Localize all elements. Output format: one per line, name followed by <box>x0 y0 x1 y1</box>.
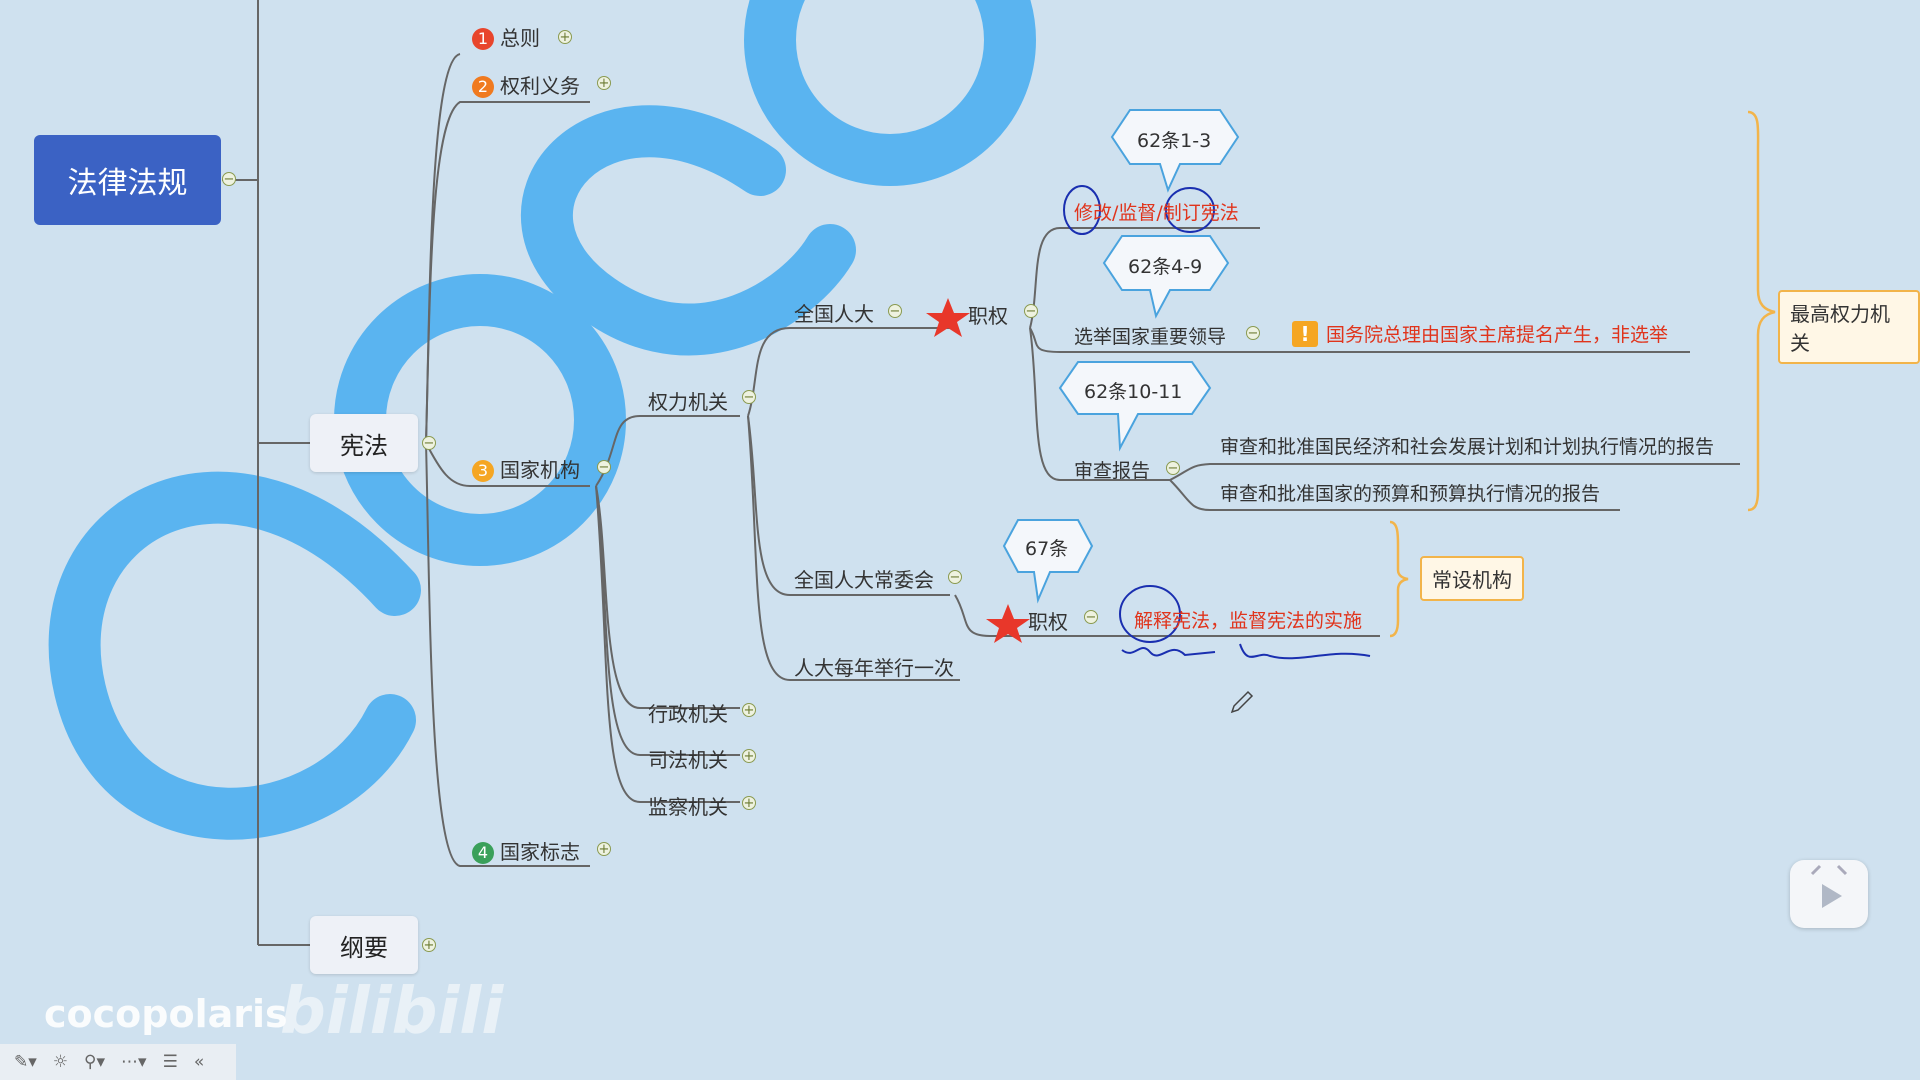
warning-text: 国务院总理由国家主席提名产生，非选举 <box>1326 324 1669 346</box>
collapse-toggle-npc-item2[interactable]: − <box>1246 326 1260 341</box>
expand-toggle-biaozhi[interactable]: + <box>597 842 611 857</box>
node-gangyao-label: 纲要 <box>340 933 388 962</box>
collapse-toggle-xianfa[interactable]: − <box>422 436 436 451</box>
branch-jigou[interactable]: 3 国家机构 <box>472 454 580 483</box>
collapse-toggle-npcsc[interactable]: − <box>948 570 962 585</box>
bilibili-logo: bilibili <box>280 975 504 1049</box>
node-report2[interactable]: 审查和批准国家的预算和预算执行情况的报告 <box>1220 483 1601 505</box>
node-npc-item2[interactable]: 选举国家重要领导 <box>1074 326 1227 348</box>
collapse-toggle-npc[interactable]: − <box>888 304 902 319</box>
node-gangyao[interactable]: 纲要 <box>310 916 418 974</box>
expand-toggle-gangyao[interactable]: + <box>422 938 436 953</box>
collapse-toggle-npc-zhiquan[interactable]: − <box>1024 304 1038 319</box>
branch-biaozhi[interactable]: 4 国家标志 <box>472 836 580 865</box>
node-npcsc-item[interactable]: 解释宪法，监督宪法的实施 <box>1134 610 1363 632</box>
play-button[interactable] <box>1790 860 1868 928</box>
warning-note[interactable]: ! 国务院总理由国家主席提名产生，非选举 <box>1292 320 1668 347</box>
summary-braces <box>1389 110 1776 638</box>
node-npcsc[interactable]: 全国人大常委会 <box>794 568 934 592</box>
collapse-toggle-npcsc-zhiquan[interactable]: − <box>1084 610 1098 625</box>
node-npc[interactable]: 全国人大 <box>794 302 874 326</box>
outline-icon[interactable]: ☰ <box>162 1052 178 1072</box>
summary-npcsc[interactable]: 常设机构 <box>1420 556 1524 601</box>
collapse-toggle-quanli-jiguan[interactable]: − <box>742 390 756 405</box>
node-npcsc-zhiquan[interactable]: 职权 <box>1028 610 1068 634</box>
callout-shapes <box>1002 109 1240 604</box>
collapse-panel-icon[interactable]: « <box>193 1052 205 1072</box>
node-sifa[interactable]: 司法机关 <box>648 748 728 772</box>
branch-zongze[interactable]: 1 总则 <box>472 22 540 51</box>
background-logo <box>48 0 1036 840</box>
node-annual[interactable]: 人大每年举行一次 <box>794 656 954 680</box>
collapse-toggle-root[interactable]: − <box>222 172 236 187</box>
branch-biaozhi-label: 国家标志 <box>500 840 580 864</box>
number-2-icon: 2 <box>472 76 494 98</box>
zoom-icon[interactable]: ⚲▾ <box>84 1052 106 1072</box>
callout-67[interactable]: 67条 <box>1025 538 1069 560</box>
root-label: 法律法规 <box>67 166 188 201</box>
expand-toggle-quanli[interactable]: + <box>597 76 611 91</box>
pencil-cursor-icon <box>1230 690 1254 714</box>
branch-quanli-label: 权利义务 <box>500 74 580 98</box>
branch-quanli[interactable]: 2 权利义务 <box>472 70 580 99</box>
callout-62-4-9[interactable]: 62条4-9 <box>1128 256 1203 278</box>
expand-toggle-sifa[interactable]: + <box>742 749 756 764</box>
play-icon <box>1810 864 1848 908</box>
pen-annotations <box>1063 185 1371 660</box>
node-npc-item3[interactable]: 审查报告 <box>1074 460 1151 482</box>
branch-jigou-label: 国家机构 <box>500 458 580 482</box>
node-xianfa[interactable]: 宪法 <box>310 414 418 472</box>
number-1-icon: 1 <box>472 28 494 50</box>
number-4-icon: 4 <box>472 842 494 864</box>
expand-toggle-xingzheng[interactable]: + <box>742 703 756 718</box>
node-report1[interactable]: 审查和批准国民经济和社会发展计划和计划执行情况的报告 <box>1220 436 1715 458</box>
node-xianfa-label: 宪法 <box>340 431 388 460</box>
star-icons <box>926 298 1030 643</box>
node-npc-zhiquan[interactable]: 职权 <box>968 304 1008 328</box>
pen-tool-icon[interactable]: ✎▾ <box>14 1052 37 1072</box>
summary-npc[interactable]: 最高权力机关 <box>1778 290 1920 364</box>
expand-toggle-zongze[interactable]: + <box>558 30 572 45</box>
branch-zongze-label: 总则 <box>500 26 540 50</box>
number-3-icon: 3 <box>472 460 494 482</box>
node-quanli-jiguan[interactable]: 权力机关 <box>648 390 728 414</box>
root-node[interactable]: 法律法规 <box>34 135 221 225</box>
bottom-toolbar: ✎▾ ☼ ⚲▾ ⋯▾ ☰ « <box>0 1044 236 1080</box>
node-jiancha[interactable]: 监察机关 <box>648 795 728 819</box>
collapse-toggle-jigou[interactable]: − <box>597 460 611 475</box>
callout-62-10-11[interactable]: 62条10-11 <box>1084 381 1183 403</box>
more-icon[interactable]: ⋯▾ <box>121 1052 147 1072</box>
highlighter-icon[interactable]: ☼ <box>52 1052 69 1072</box>
collapse-toggle-npc-item3[interactable]: − <box>1166 461 1180 476</box>
watermark-text: cocopolaris <box>44 992 288 1036</box>
node-npc-item1[interactable]: 修改/监督/制订宪法 <box>1074 202 1239 224</box>
node-xingzheng[interactable]: 行政机关 <box>648 702 728 726</box>
expand-toggle-jiancha[interactable]: + <box>742 796 756 811</box>
callout-62-1-3[interactable]: 62条1-3 <box>1137 130 1212 152</box>
warning-icon: ! <box>1292 321 1318 347</box>
